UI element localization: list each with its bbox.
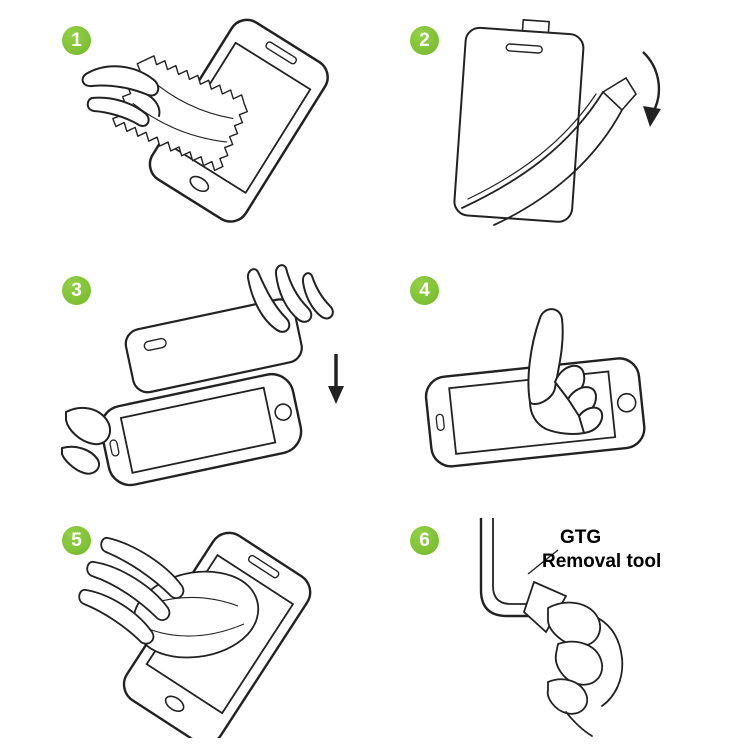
- phone-outline: [99, 372, 303, 487]
- step-panel-5: 5: [48, 512, 360, 738]
- step-panel-1: 1: [48, 12, 360, 238]
- step-5-badge: 5: [62, 526, 91, 555]
- label-pointer-line: [527, 549, 559, 575]
- peel-tab: [601, 76, 637, 112]
- hand-pinching-tool: [546, 601, 624, 737]
- left-hand-thumb: [61, 406, 112, 475]
- illustration-smooth-with-cloth-icon: [78, 531, 312, 738]
- peel-direction-arrow-icon: [642, 51, 661, 127]
- hand-holding-cloth: [81, 65, 161, 127]
- steps-grid: 1: [48, 12, 708, 738]
- step-panel-2: 2: [396, 12, 708, 238]
- glass-protector-outline: [124, 298, 303, 394]
- step-panel-3: 3: [48, 262, 360, 488]
- gtg-label-line1: GTG: [560, 527, 602, 548]
- illustration-wipe-screen-with-cloth-icon: [81, 18, 329, 223]
- illustration-align-glass-icon: [61, 264, 344, 487]
- place-down-arrow-icon: [328, 354, 344, 404]
- pressing-finger-hand: [527, 308, 604, 435]
- hand-fingers: [78, 537, 185, 645]
- step-3-badge: 3: [62, 276, 91, 305]
- gtg-removal-tool-label: GTG Removal tool: [542, 526, 661, 574]
- removal-tool-icon: [522, 580, 568, 634]
- illustration-removal-tool-icon: [479, 518, 624, 737]
- peeled-layer: [461, 91, 623, 226]
- step-1-badge: 1: [62, 26, 91, 55]
- illustration-press-center-icon: [424, 308, 646, 468]
- step-2-badge: 2: [410, 26, 439, 55]
- right-hand-fingers: [246, 264, 334, 333]
- illustration-peel-film-icon: [453, 19, 661, 226]
- gtg-label-line2: Removal tool: [542, 550, 662, 572]
- step-4-badge: 4: [410, 276, 439, 305]
- step-panel-6: 6 GTG Removal tool: [396, 512, 708, 738]
- protector-film-outline: [453, 19, 585, 223]
- step-6-badge: 6: [410, 526, 439, 555]
- step-panel-4: 4: [396, 262, 708, 488]
